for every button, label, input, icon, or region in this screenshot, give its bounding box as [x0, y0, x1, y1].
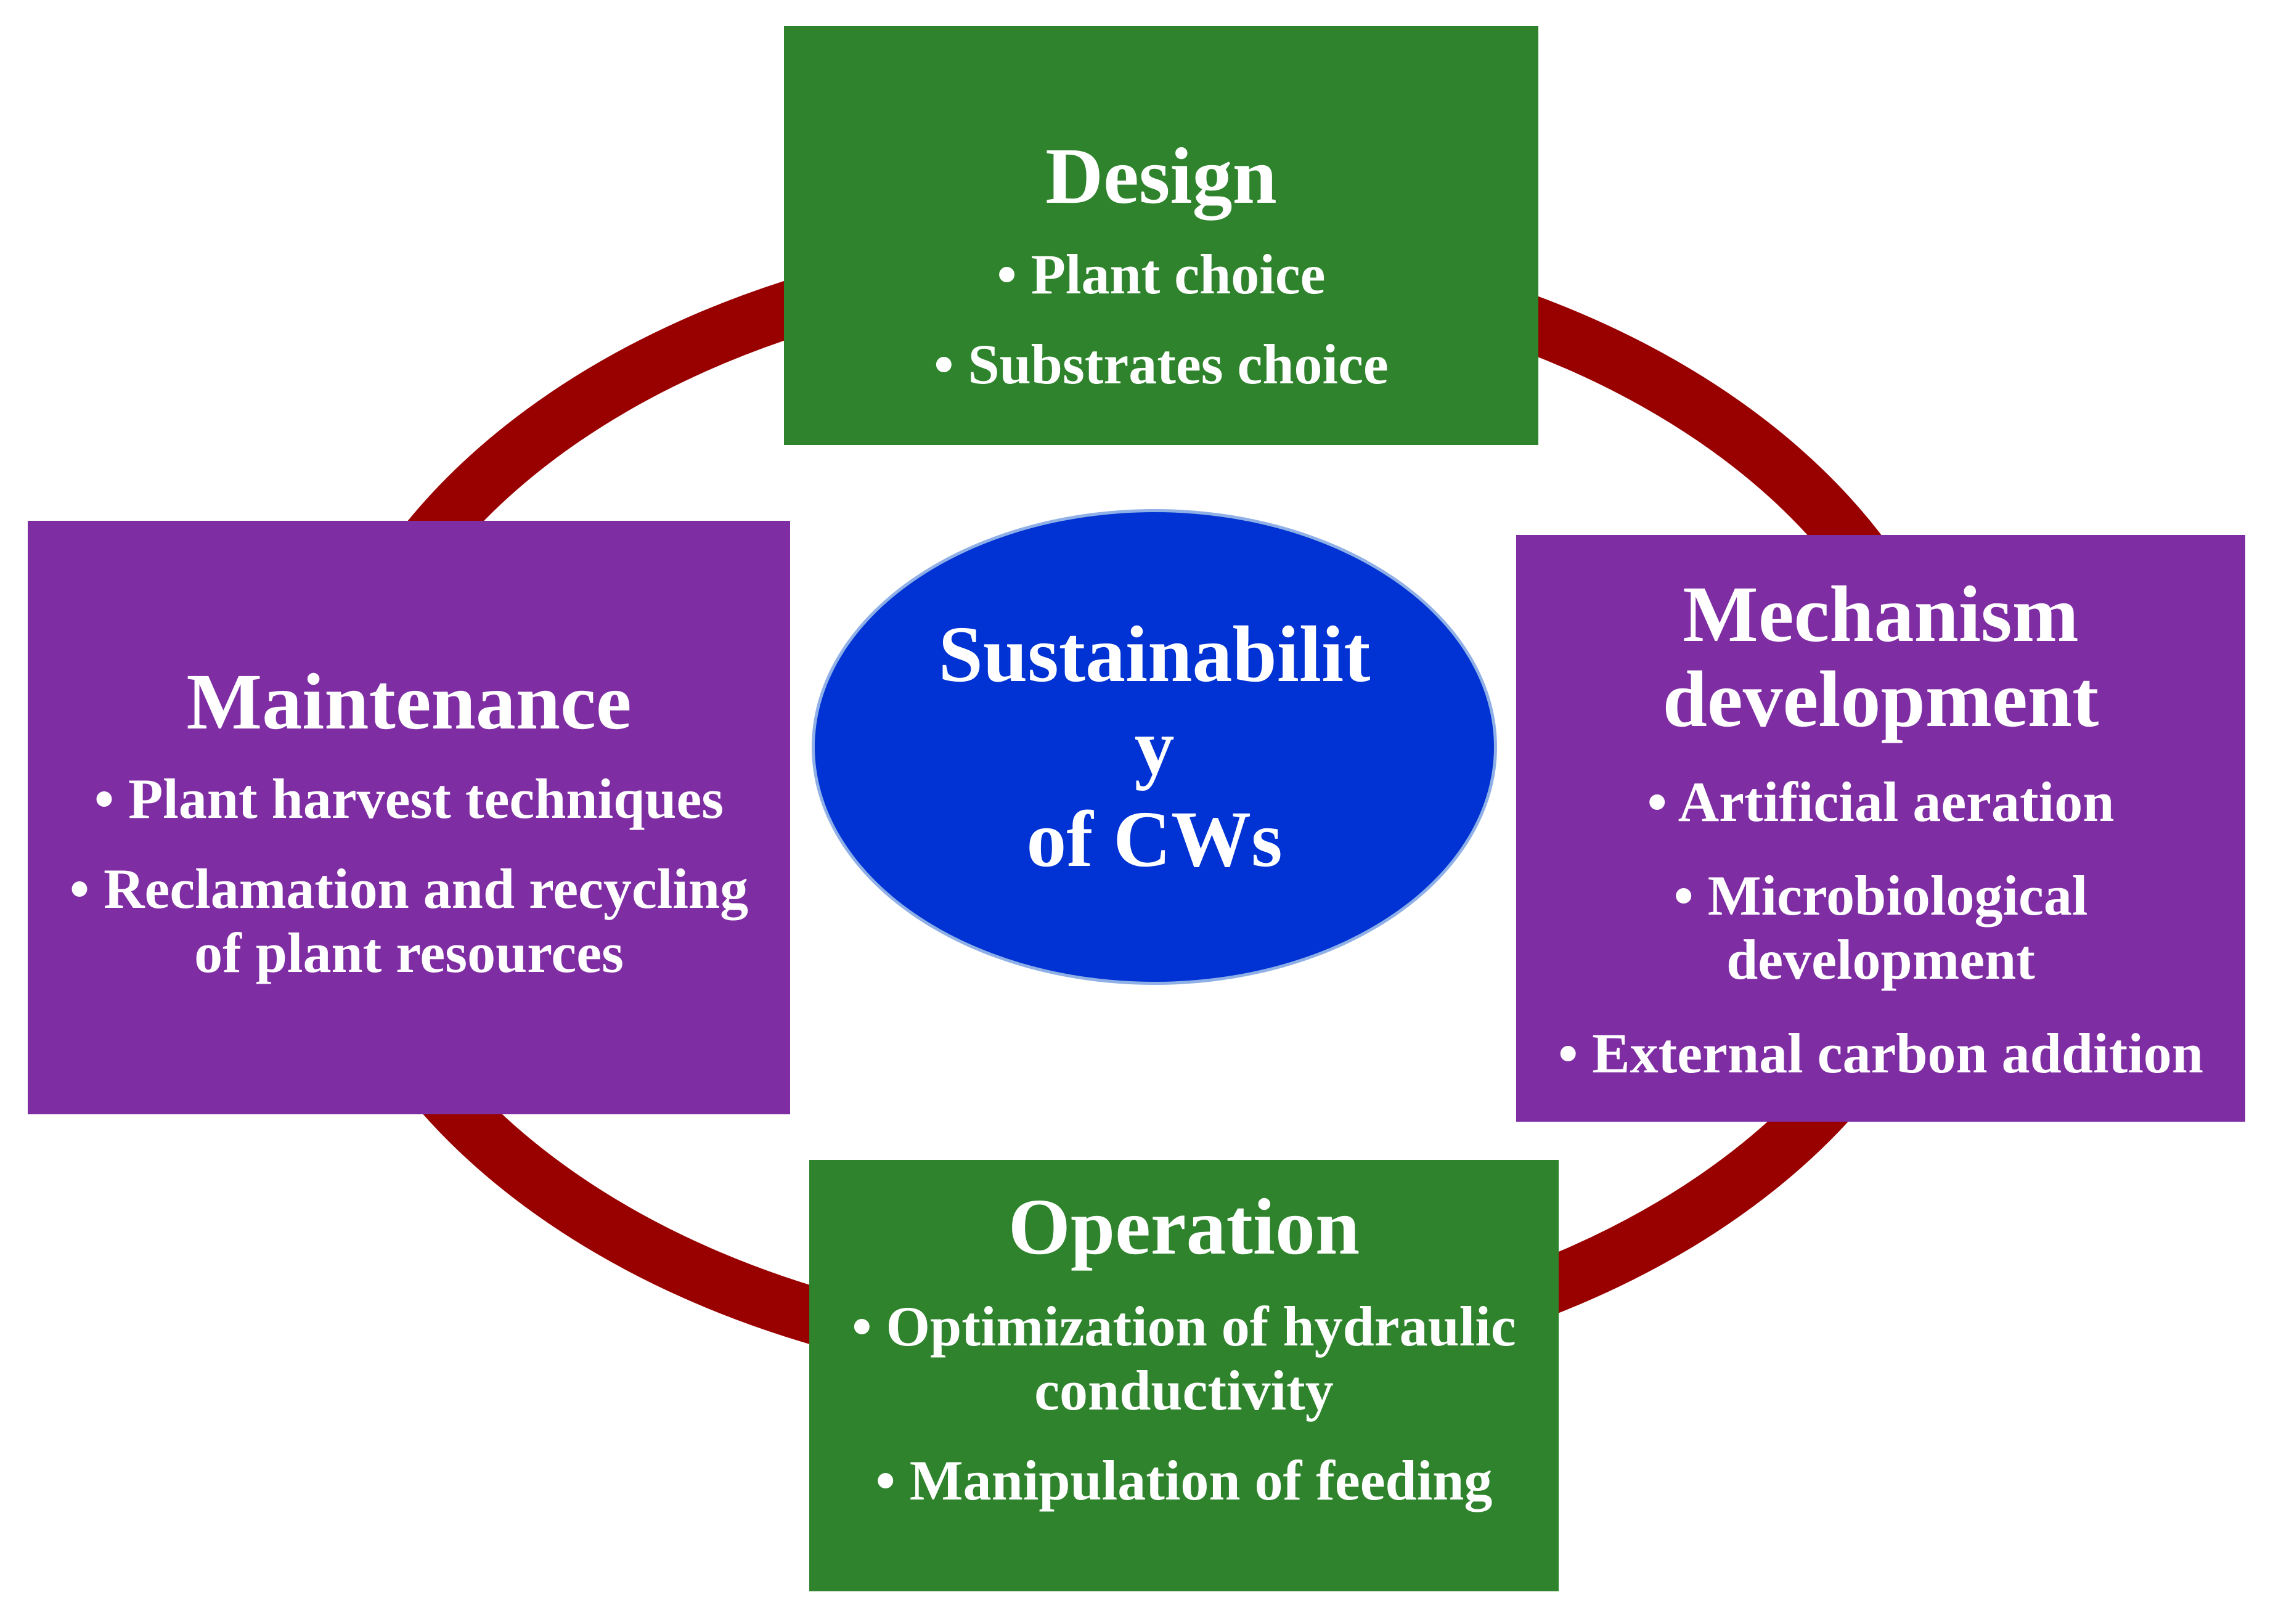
operation-item-feeding: • Manipulation of feeding: [875, 1449, 1493, 1512]
mechanism-title-line2: development: [1662, 655, 2099, 744]
mechanism-item-aeration: • Artificial aeration: [1647, 770, 2115, 833]
operation-title: Operation: [1008, 1183, 1360, 1271]
maintenance-item-harvest: • Plant harvest techniques: [94, 767, 724, 830]
design-item-plant-choice: • Plant choice: [997, 243, 1326, 306]
operation-item-hydraulic: • Optimization of hydraulic conductivity: [809, 1294, 1559, 1422]
mechanism-item-carbon: • External carbon addition: [1558, 1022, 2203, 1085]
mechanism-title: Mechanism development: [1516, 572, 2245, 742]
operation-item-hydraulic-line1: • Optimization of hydraulic: [852, 1295, 1516, 1358]
design-item-substrates-choice: • Substrates choice: [934, 333, 1389, 396]
maintenance-item-reclamation: • Reclamation and recycling of plant res…: [28, 857, 790, 985]
center-line2: y: [1134, 703, 1175, 791]
mechanism-item-microbiological-line2: development: [1726, 928, 2035, 991]
mechanism-title-line1: Mechanism: [1683, 570, 2079, 659]
maintenance-item-reclamation-line1: • Reclamation and recycling: [69, 857, 749, 920]
maintenance-item-reclamation-line2: of plant resources: [194, 921, 624, 984]
center-line1: Sustainabilit: [938, 610, 1371, 699]
design-box: Design • Plant choice • Substrates choic…: [784, 26, 1538, 445]
center-line3: of CWs: [1026, 795, 1283, 884]
mechanism-box: Mechanism development • Artificial aerat…: [1516, 535, 2245, 1122]
operation-item-hydraulic-line2: conductivity: [1034, 1359, 1334, 1422]
center-sustainability-ellipse: Sustainabilit y of CWs: [812, 509, 1497, 985]
design-title: Design: [1045, 132, 1277, 221]
operation-box: Operation • Optimization of hydraulic co…: [809, 1160, 1559, 1591]
maintenance-box: Maintenance • Plant harvest techniques •…: [28, 521, 790, 1114]
maintenance-title: Maintenance: [186, 658, 632, 746]
mechanism-item-microbiological-line1: • Microbiological: [1673, 864, 2088, 927]
mechanism-item-microbiological: • Microbiological development: [1516, 863, 2245, 992]
